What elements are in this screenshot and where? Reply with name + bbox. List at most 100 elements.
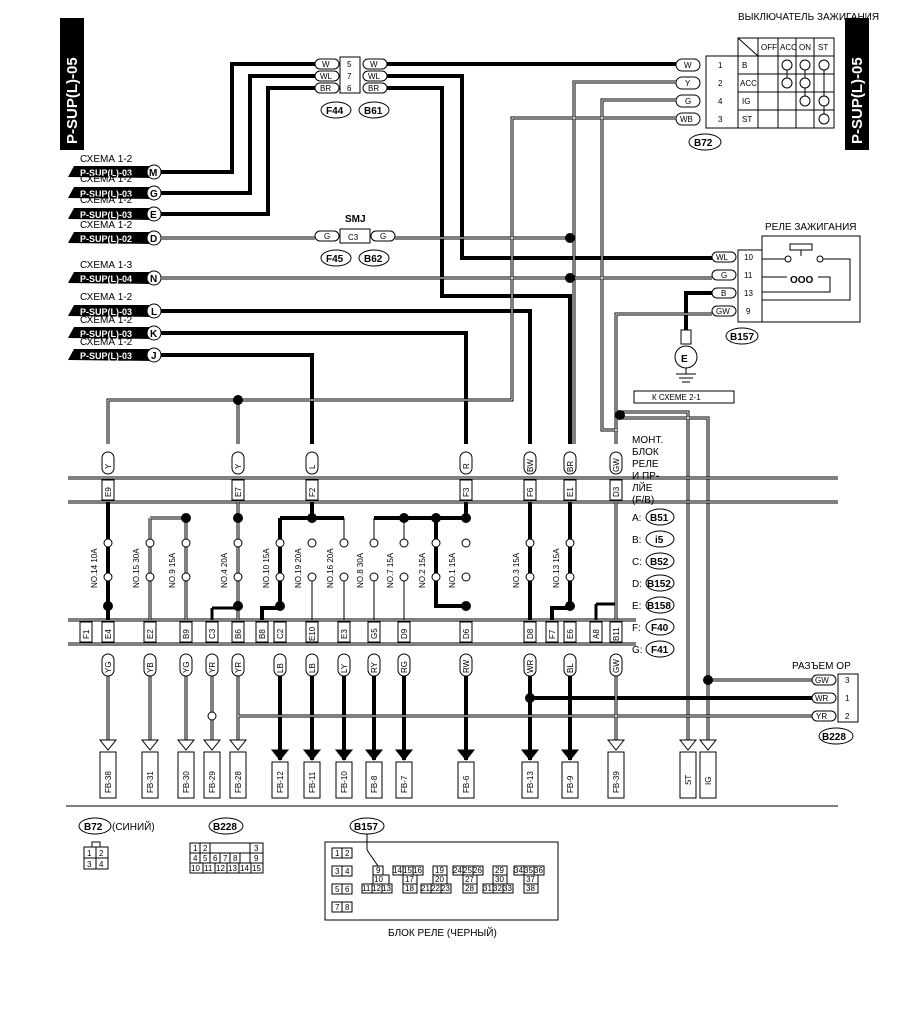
pinout-b228: B228 1 2 3 4 5 6 7 8 9 10 11 12 13 14 15 (189, 817, 264, 874)
svg-text:E6: E6 (566, 629, 575, 639)
svg-text:4: 4 (193, 854, 198, 863)
svg-text:СХЕМА 1-2: СХЕМА 1-2 (80, 195, 133, 206)
svg-text:FB-28: FB-28 (234, 771, 243, 793)
svg-text:2: 2 (718, 79, 723, 88)
svg-text:F45: F45 (326, 254, 344, 265)
svg-text:NO.15 30A: NO.15 30A (132, 548, 141, 588)
svg-text:РЕЛЕ ЗАЖИГАНИЯ: РЕЛЕ ЗАЖИГАНИЯ (765, 222, 857, 233)
svg-text:IG: IG (742, 97, 750, 106)
svg-text:5: 5 (335, 885, 340, 894)
svg-text:14: 14 (240, 864, 249, 873)
svg-text:23: 23 (441, 884, 450, 893)
svg-text:P-SUP(L)-02: P-SUP(L)-02 (80, 234, 132, 244)
svg-text:E4: E4 (104, 629, 113, 639)
svg-text:L: L (151, 307, 157, 318)
connector-op: РАЗЪЕМ ОР GW 3 WR 1 YR 2 B228 (792, 661, 859, 745)
svg-text:F1: F1 (82, 629, 91, 639)
svg-text:B9: B9 (182, 629, 191, 639)
svg-text:БЛОК: БЛОК (632, 447, 659, 458)
svg-text:B6: B6 (234, 629, 243, 639)
pinout-b157: B157 1 2 3 4 5 6 7 8 (324, 817, 559, 939)
svg-text:P-SUP(L)-03: P-SUP(L)-03 (80, 210, 132, 220)
svg-text:7: 7 (347, 72, 352, 81)
switch-wire-labels: W 1 Y 2 G 4 WB 3 (675, 58, 723, 126)
svg-text:D9: D9 (400, 628, 409, 639)
svg-text:9: 9 (376, 866, 381, 875)
svg-text:18: 18 (405, 884, 414, 893)
svg-text:5: 5 (347, 60, 352, 69)
svg-text:БЛОК РЕЛЕ (ЧЕРНЫЙ): БЛОК РЕЛЕ (ЧЕРНЫЙ) (388, 926, 497, 939)
svg-text:9: 9 (254, 854, 259, 863)
svg-text:19: 19 (435, 866, 444, 875)
svg-text:F44: F44 (326, 106, 344, 117)
svg-text:32: 32 (493, 884, 502, 893)
svg-text:FB-10: FB-10 (340, 771, 349, 793)
svg-text:28: 28 (465, 884, 474, 893)
svg-text:E1: E1 (566, 487, 575, 497)
svg-text:NO.16 20A: NO.16 20A (326, 548, 335, 588)
svg-text:3: 3 (254, 844, 259, 853)
svg-text:B158: B158 (647, 601, 671, 612)
svg-text:C3: C3 (348, 233, 359, 242)
svg-text:СХЕМА 1-2: СХЕМА 1-2 (80, 337, 133, 348)
svg-text:2: 2 (345, 849, 350, 858)
svg-text:NO.2 15A: NO.2 15A (418, 552, 427, 588)
svg-text:B61: B61 (364, 106, 383, 117)
svg-text:B51: B51 (650, 513, 669, 524)
svg-text:ACC: ACC (740, 79, 757, 88)
svg-text:МОНТ.: МОНТ. (632, 435, 663, 446)
svg-text:A:: A: (632, 513, 641, 524)
svg-text:Y: Y (685, 79, 691, 88)
svg-text:FB-8: FB-8 (370, 775, 379, 793)
svg-text:P-SUP(L)-03: P-SUP(L)-03 (80, 307, 132, 317)
page-tag-left: P-SUP(L)-05 (60, 18, 84, 150)
svg-text:L: L (308, 464, 317, 469)
svg-text:СХЕМА 1-2: СХЕМА 1-2 (80, 220, 133, 231)
svg-text:30: 30 (495, 875, 504, 884)
svg-text:GW: GW (612, 458, 621, 472)
ground-e: E К СХЕМЕ 2-1 (633, 291, 735, 404)
svg-text:RW: RW (462, 659, 471, 673)
svg-text:Y: Y (104, 463, 113, 469)
svg-text:WR: WR (815, 694, 829, 703)
svg-text:NO.10 15A: NO.10 15A (262, 548, 271, 588)
svg-text:10: 10 (744, 253, 753, 262)
svg-text:P-SUP(L)-03: P-SUP(L)-03 (80, 189, 132, 199)
svg-text:G: G (721, 271, 727, 280)
svg-text:P-SUP(L)-05: P-SUP(L)-05 (849, 57, 866, 144)
svg-text:B157: B157 (354, 822, 378, 833)
svg-text:OFF: OFF (761, 43, 777, 52)
svg-text:YG: YG (182, 661, 191, 673)
svg-text:E:: E: (632, 601, 641, 612)
svg-text:Y: Y (234, 463, 243, 469)
svg-text:WR: WR (526, 659, 535, 673)
svg-text:20: 20 (435, 875, 444, 884)
svg-text:OOO: OOO (790, 275, 814, 286)
svg-text:11: 11 (204, 864, 213, 873)
svg-text:P-SUP(L)-03: P-SUP(L)-03 (80, 329, 132, 339)
svg-text:G: G (324, 232, 330, 241)
svg-text:СХЕМА 1-2: СХЕМА 1-2 (80, 154, 133, 165)
svg-text:FB-30: FB-30 (182, 771, 191, 793)
svg-text:W: W (370, 60, 378, 69)
svg-text:1: 1 (718, 61, 723, 70)
svg-text:BR: BR (320, 84, 331, 93)
svg-text:P-SUP(L)-03: P-SUP(L)-03 (80, 168, 132, 178)
svg-text:4: 4 (718, 97, 723, 106)
svg-text:YR: YR (234, 662, 243, 673)
svg-text:YR: YR (208, 662, 217, 673)
svg-text:F7: F7 (548, 629, 557, 639)
svg-text:35: 35 (524, 866, 533, 875)
svg-text:K: K (150, 329, 158, 340)
svg-text:5: 5 (203, 854, 208, 863)
svg-text:E7: E7 (234, 487, 243, 497)
fb-outputs: FB-38 FB-31 FB-30 FB-29 FB-28 FB-12 FB-1… (98, 739, 718, 799)
svg-text:FB-12: FB-12 (276, 771, 285, 793)
svg-text:RY: RY (370, 661, 379, 673)
